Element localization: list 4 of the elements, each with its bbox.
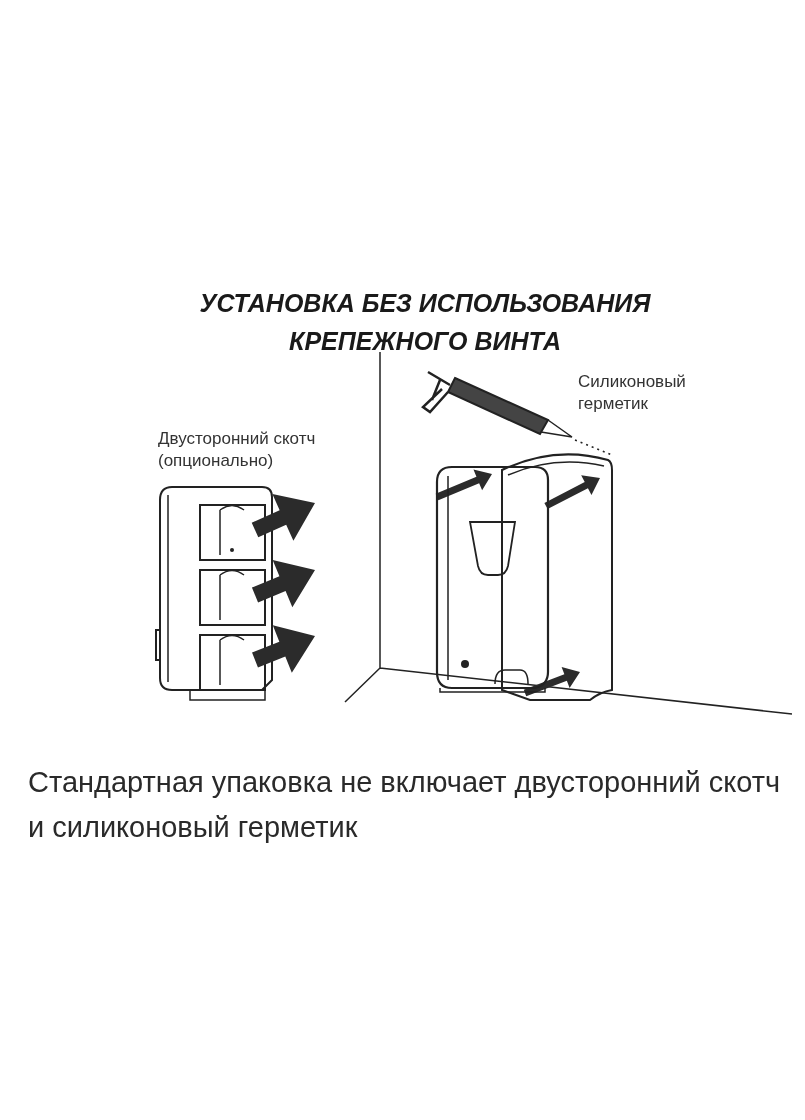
- caption: Стандартная упаковка не включает двусторонний скотч и силиконовый герметик: [28, 765, 782, 845]
- title: УСТАНОВКА БЕЗ ИСПОЛЬЗОВАНИЯ КРЕПЕЖНОГО ВИНТА: [198, 288, 652, 357]
- callout-label: Двусторонний скотч (опционально): [158, 428, 317, 472]
- callout-label: Силиконовый герметик: [578, 371, 687, 415]
